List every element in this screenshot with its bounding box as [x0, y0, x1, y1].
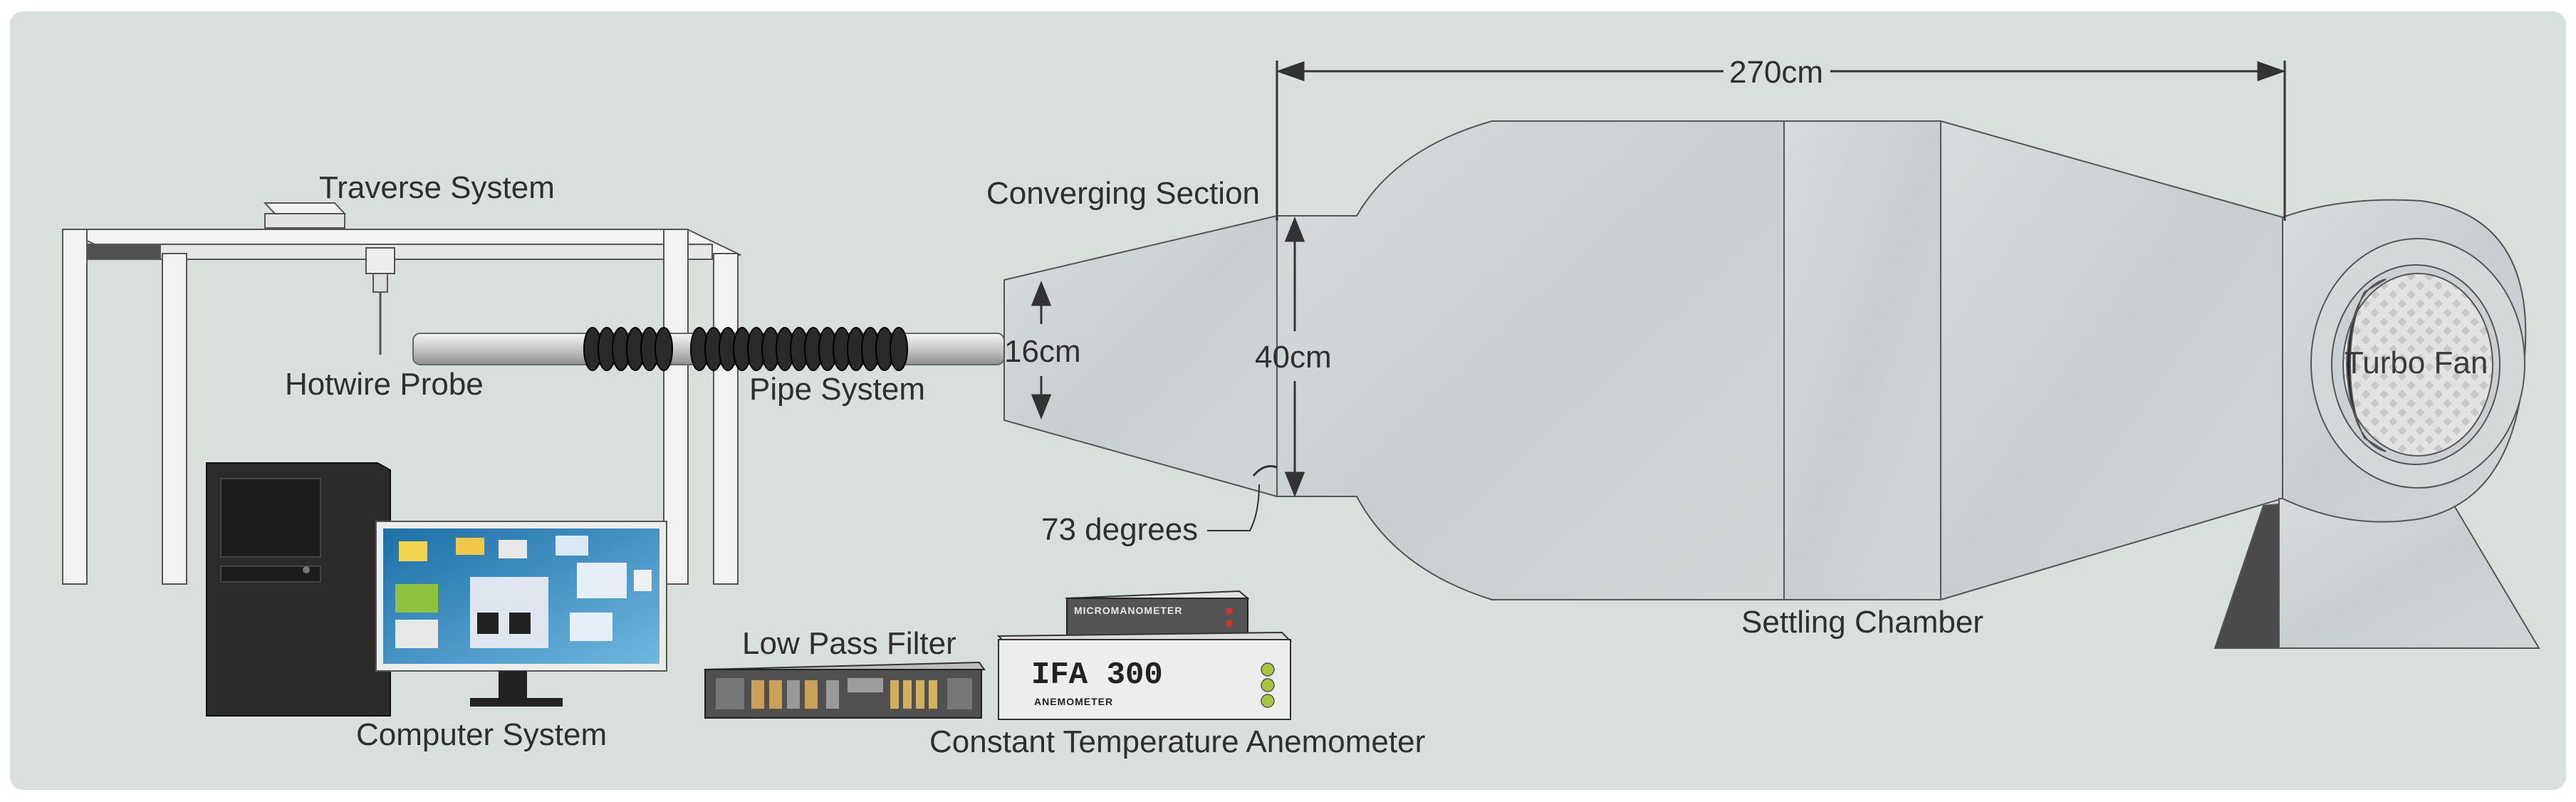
label-pipe-system: Pipe System	[749, 372, 925, 407]
traverse-frame	[62, 202, 741, 585]
label-low-pass-filter: Low Pass Filter	[742, 626, 956, 661]
dimension-lines	[1031, 61, 2286, 531]
dimension-converging-inlet: 16cm	[1004, 334, 1081, 369]
low-pass-filter	[703, 661, 986, 719]
label-computer-system: Computer System	[356, 717, 608, 752]
dimension-overall-length: 270cm	[1729, 55, 1824, 90]
dimension-converging-angle: 73 degrees	[1041, 512, 1199, 547]
label-converging-section: Converging Section	[986, 176, 1261, 211]
label-settling-chamber: Settling Chamber	[1741, 605, 1983, 640]
settling-chamber-body	[1276, 120, 2283, 601]
label-constant-temperature-anemometer: Constant Temperature Anemometer	[929, 724, 1426, 759]
flexible-hose	[583, 327, 908, 371]
dimension-converging-outlet: 40cm	[1255, 340, 1332, 375]
label-turbo-fan: Turbo Fan	[2345, 345, 2488, 380]
computer-monitor	[375, 521, 667, 707]
ifa-300-anemometer	[996, 631, 1293, 720]
ifa-300-subtitle: ANEMOMETER	[1034, 696, 1114, 707]
pipe-system	[412, 327, 1005, 371]
micromanometer-text: MICROMANOMETER	[1074, 605, 1183, 616]
label-hotwire-probe: Hotwire Probe	[285, 367, 484, 402]
computer-system	[206, 462, 667, 717]
turbo-fan	[2213, 199, 2540, 649]
label-traverse-system: Traverse System	[319, 170, 555, 205]
ifa-300-title: IFA 300	[1031, 657, 1163, 693]
